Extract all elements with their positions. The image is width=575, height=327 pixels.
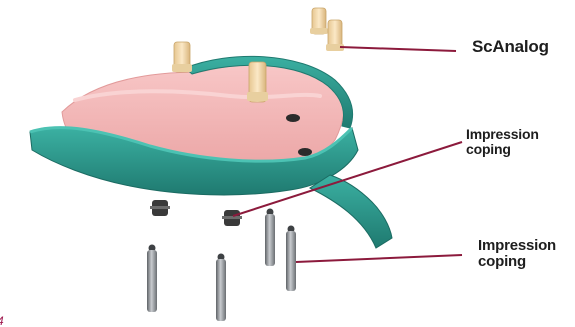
screw-hole-1 (286, 114, 300, 122)
impression-coping-label-bottom: Impression coping (478, 238, 556, 270)
impression-coping-bottom-line2: coping (478, 254, 556, 270)
impression-coping-bottom-line1: Impression (478, 238, 556, 254)
scanalog-3 (172, 42, 192, 72)
scanalog-1 (310, 8, 328, 34)
corner-page-mark: 4 (0, 314, 4, 327)
impression-coping-pin-4 (286, 226, 296, 292)
impression-coping-top-line1: Impression (466, 127, 539, 142)
scanalog-label-text: ScAnalog (472, 38, 549, 56)
coping-head-1 (150, 200, 170, 216)
impression-coping-top-line2: coping (466, 142, 539, 157)
coping-head-2 (222, 210, 242, 226)
impression-coping-pin-3 (265, 209, 275, 267)
impression-coping-label-top: Impression coping (466, 127, 539, 156)
screw-hole-2 (298, 148, 312, 156)
scanalog-4 (247, 62, 268, 102)
impression-coping-pin-2 (216, 254, 226, 322)
leader-line-scanalog (340, 47, 456, 51)
scanalog-label: ScAnalog (472, 38, 549, 56)
leader-line-impression-bottom (296, 255, 462, 262)
impression-coping-pin-1 (147, 245, 157, 313)
tray-handle (310, 175, 392, 248)
